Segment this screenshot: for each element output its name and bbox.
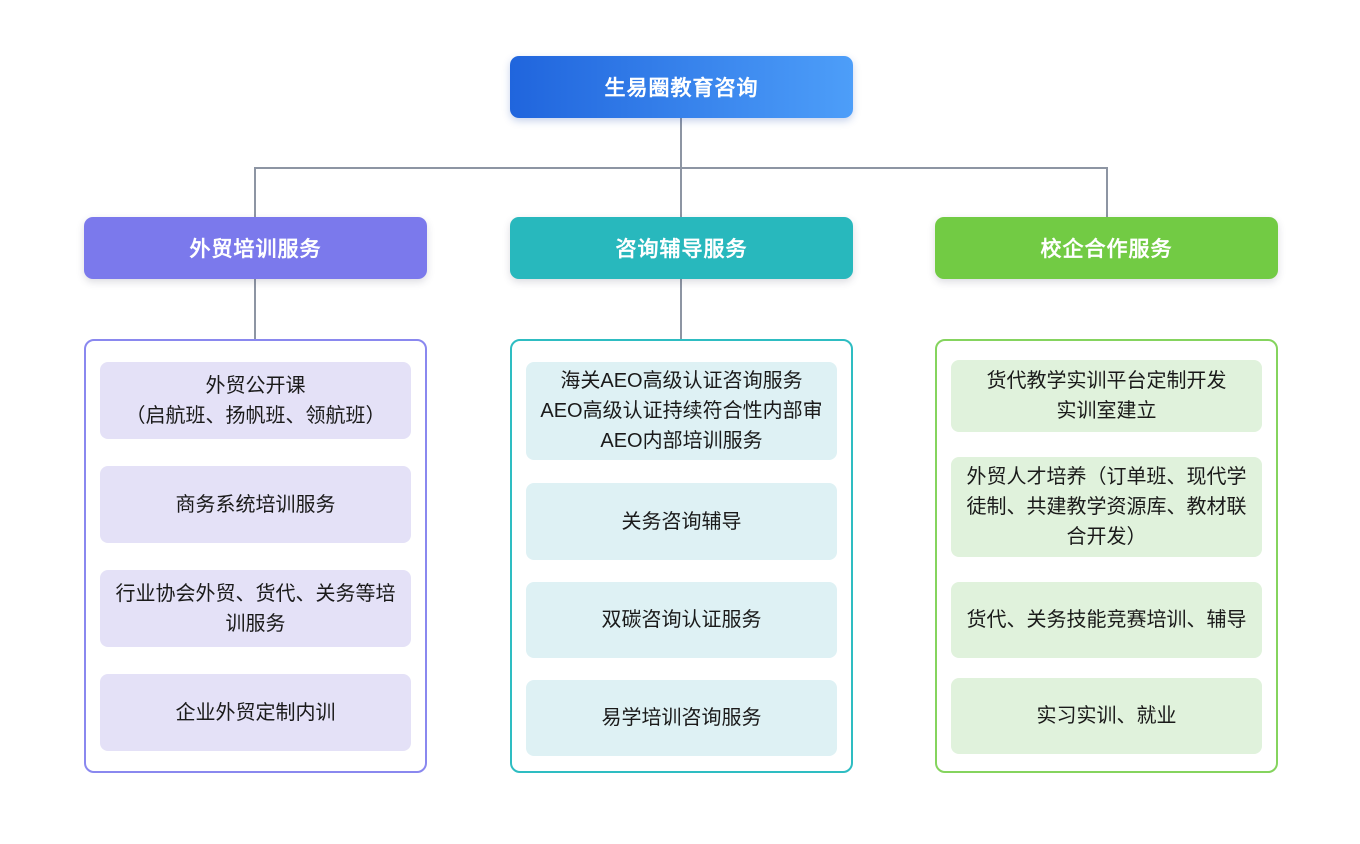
item-text: 实习实训、就业: [1036, 705, 1177, 727]
item-text: 海关AEO高级认证咨询服务: [560, 370, 803, 392]
item-text: 关务咨询辅导: [621, 510, 742, 533]
item-text: 货代、关务技能竞赛培训、辅导: [966, 609, 1247, 631]
connector-line: [254, 279, 256, 339]
item-enterprise-custom-training[interactable]: 企业外贸定制内训: [100, 674, 411, 751]
item-skill-competition-training[interactable]: 货代、关务技能竞赛培训、辅导: [951, 582, 1262, 658]
connector-line: [680, 279, 682, 339]
branch-header-consulting-coaching[interactable]: 咨询辅导服务: [510, 217, 853, 279]
item-text: 外贸公开课: [205, 374, 306, 397]
item-business-system-training[interactable]: 商务系统培训服务: [100, 466, 411, 543]
connector-line: [680, 167, 682, 217]
item-text: 商务系统培训服务: [175, 493, 336, 516]
connector-line: [1106, 167, 1108, 217]
connector-line: [254, 167, 256, 217]
item-open-course[interactable]: 外贸公开课 （启航班、扬帆班、领航班）: [100, 362, 411, 439]
item-text: 实训室建立: [1056, 400, 1157, 422]
item-customs-consulting[interactable]: 关务咨询辅导: [526, 483, 837, 560]
item-text: 易学培训咨询服务: [601, 707, 762, 729]
connector-line: [680, 118, 682, 168]
item-training-platform-development[interactable]: 货代教学实训平台定制开发 实训室建立: [951, 360, 1262, 432]
item-aeo-certification-services[interactable]: 海关AEO高级认证咨询服务 AEO高级认证持续符合性内部审 AEO内部培训服务: [526, 362, 837, 460]
item-industry-association-training[interactable]: 行业协会外贸、货代、关务等培训服务: [100, 570, 411, 647]
item-text: 外贸人才培养（订单班、现代学徒制、共建教学资源库、教材联合开发）: [966, 466, 1247, 548]
item-yixue-training-consulting[interactable]: 易学培训咨询服务: [526, 680, 837, 756]
item-text: 货代教学实训平台定制开发: [986, 370, 1227, 392]
item-dual-carbon-certification[interactable]: 双碳咨询认证服务: [526, 582, 837, 658]
root-node[interactable]: 生易圈教育咨询: [510, 56, 853, 118]
item-text: AEO高级认证持续符合性内部审: [540, 400, 823, 422]
item-text: 企业外贸定制内训: [175, 701, 336, 724]
item-text: （启航班、扬帆班、领航班）: [125, 404, 386, 427]
item-talent-cultivation[interactable]: 外贸人才培养（订单班、现代学徒制、共建教学资源库、教材联合开发）: [951, 457, 1262, 557]
branch-header-foreign-trade-training[interactable]: 外贸培训服务: [84, 217, 427, 279]
item-text: 双碳咨询认证服务: [601, 609, 762, 631]
item-text: 行业协会外贸、货代、关务等培训服务: [115, 582, 396, 635]
item-internship-employment[interactable]: 实习实训、就业: [951, 678, 1262, 754]
item-text: AEO内部培训服务: [600, 430, 763, 452]
branch-header-school-enterprise[interactable]: 校企合作服务: [935, 217, 1278, 279]
